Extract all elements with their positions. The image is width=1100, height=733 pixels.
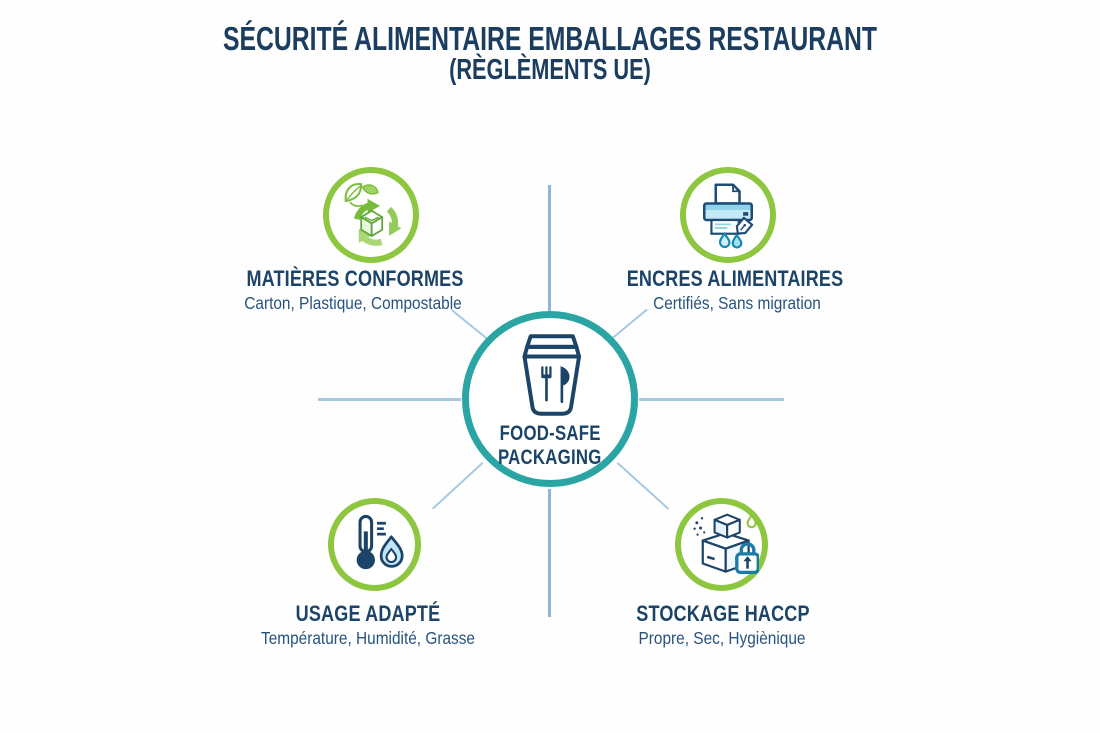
node-caption-usage-adapte: Température, Humidité, Grasse bbox=[261, 628, 475, 648]
connector-vertical-bottom bbox=[548, 489, 551, 617]
node-caption-matieres-conformes: Carton, Plastique, Compostable bbox=[244, 293, 462, 313]
hub-label-line2: PACKAGING bbox=[498, 446, 602, 469]
node-circle-matieres-conformes bbox=[323, 167, 419, 263]
node-circle-stockage-haccp bbox=[675, 498, 768, 591]
node-circle-encres-alimentaires bbox=[680, 167, 776, 263]
connector-diagonal-bottom-left bbox=[432, 461, 484, 510]
hub-label-line1: FOOD-SAFE bbox=[499, 421, 601, 445]
connector-horizontal-left bbox=[318, 398, 461, 401]
node-heading-stockage-haccp: STOCKAGE HACCP bbox=[636, 601, 810, 626]
storage-lock-icon bbox=[685, 508, 759, 582]
thermometer-flame-icon bbox=[341, 511, 409, 579]
node-heading-encres-alimentaires: ENCRES ALIMENTAIRES bbox=[626, 266, 844, 291]
page-title: SÉCURITÉ ALIMENTAIRE EMBALLAGES RESTAURA… bbox=[222, 20, 878, 57]
printer-ink-icon bbox=[692, 179, 764, 251]
connector-horizontal-right bbox=[639, 398, 784, 401]
node-caption-stockage-haccp: Propre, Sec, Hygiènique bbox=[638, 628, 806, 648]
node-heading-matieres-conformes: MATIÈRES CONFORMES bbox=[246, 266, 464, 291]
recycle-leaves-icon bbox=[336, 180, 406, 250]
node-heading-usage-adapte: USAGE ADAPTÉ bbox=[295, 601, 441, 626]
node-caption-encres-alimentaires: Certifiés, Sans migration bbox=[653, 293, 821, 313]
connector-vertical-top bbox=[548, 185, 551, 311]
fork-knife-glyph bbox=[541, 366, 570, 404]
page-subtitle: (RÈGLÈMENTS UE) bbox=[449, 54, 651, 86]
hub-circle: FOOD-SAFE PACKAGING bbox=[462, 311, 638, 487]
connector-diagonal-bottom-right bbox=[616, 462, 670, 510]
dots-glyph bbox=[692, 516, 705, 536]
takeout-box-icon bbox=[506, 329, 594, 421]
node-circle-usage-adapte bbox=[328, 498, 421, 591]
